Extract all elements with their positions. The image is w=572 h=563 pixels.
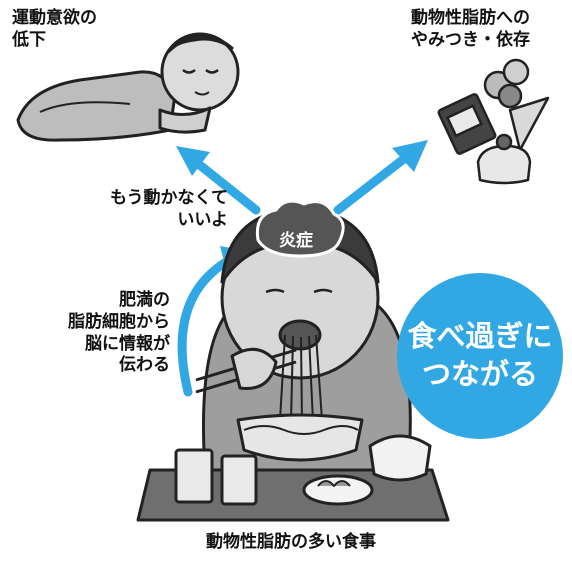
label-reduced-motivation: 運動意欲の 低下 [12,8,97,50]
label-stop-moving: もう動かなくて いいよ [110,188,228,230]
label-fatty-diet: 動物性脂肪の多い食事 [206,532,376,552]
snacks-illustration [437,58,550,185]
label-animal-fat-addiction: 動物性脂肪への やみつき・依存 [411,8,530,50]
table-illustration [136,413,450,522]
arrow-fat-to-brain [177,257,231,397]
arrows [177,153,410,397]
arrow-to-addiction [333,153,410,215]
label-fat-cell-signal: 肥満の 脂肪細胞から 脳に情報が 伝わる [68,290,170,376]
lying-person-illustration [16,32,240,142]
arrow-to-motivation [191,157,261,215]
overeating-bubble: 食べ過ぎに つながる [397,273,563,439]
label-inflammation: 炎症 [279,231,313,251]
